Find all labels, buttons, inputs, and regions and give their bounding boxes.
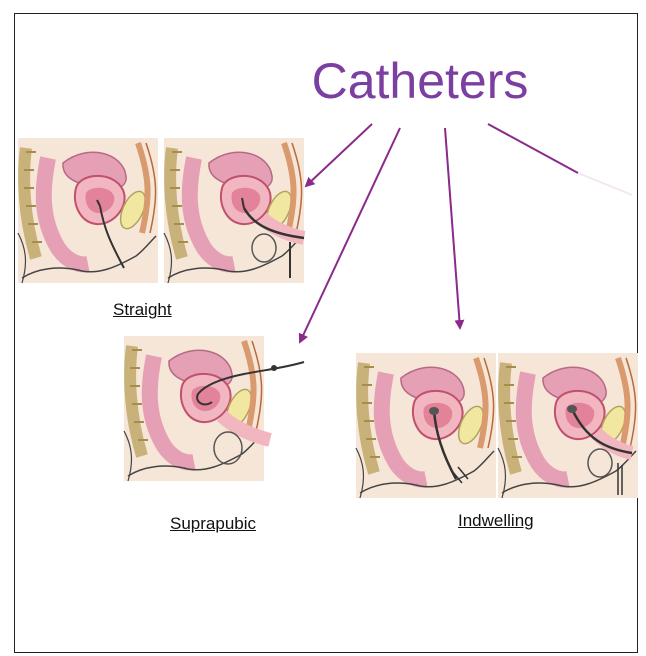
arrow-to-indwelling bbox=[445, 128, 460, 328]
arrows bbox=[300, 124, 632, 342]
straight-illustration bbox=[18, 138, 304, 283]
indwelling-illustration bbox=[356, 353, 638, 498]
arrow-to-suprapubic bbox=[300, 128, 400, 342]
suprapubic-illustration bbox=[124, 336, 304, 481]
arrow-to-straight bbox=[306, 124, 372, 186]
arrow-offscreen bbox=[488, 124, 578, 173]
